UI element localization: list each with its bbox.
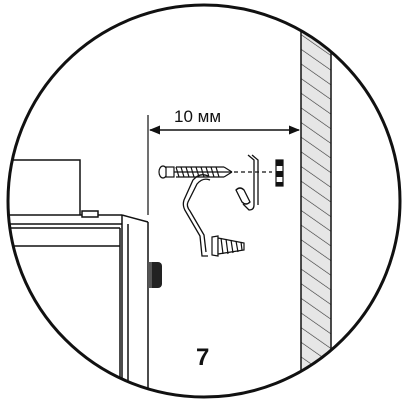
wall-bracket xyxy=(242,154,259,211)
step-number: 7 xyxy=(196,344,209,371)
wall xyxy=(300,5,332,397)
knob xyxy=(148,262,162,288)
short-screw xyxy=(211,235,245,257)
small-clip xyxy=(235,187,251,205)
wall-plug xyxy=(275,159,284,187)
detail-scene xyxy=(8,5,332,397)
detail-circle-border xyxy=(6,3,402,399)
dimension-label: 10 мм xyxy=(174,107,221,126)
long-screw xyxy=(158,165,272,179)
appliance-body xyxy=(8,159,149,397)
hook-wire xyxy=(182,174,211,257)
